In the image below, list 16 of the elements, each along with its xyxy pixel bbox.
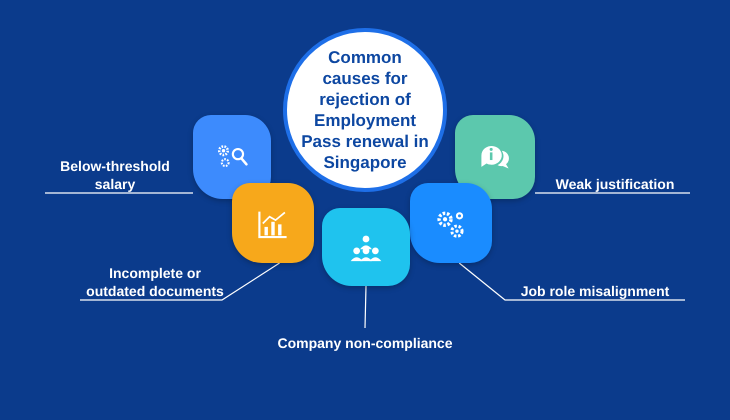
rounded-tile — [232, 183, 314, 263]
leader-line — [458, 262, 685, 301]
rounded-tile — [410, 183, 492, 263]
cause-label: Weak justification — [540, 166, 690, 193]
cause-label: Incomplete or outdated documents — [80, 258, 230, 300]
title-circle: Common causes for rejection of Employment Pass renewal in Singapore — [283, 28, 447, 192]
leader-line — [45, 192, 193, 194]
rounded-tile — [455, 115, 535, 199]
cause-label: Job role misalignment — [505, 274, 685, 300]
leader-line — [364, 286, 367, 328]
cause-label: Below-threshold salary — [45, 150, 185, 193]
cause-label: Company non-compliance — [262, 328, 468, 352]
rounded-tile — [193, 115, 271, 199]
rounded-tile — [322, 208, 410, 286]
leader-line — [80, 262, 280, 301]
leader-line — [535, 192, 690, 194]
